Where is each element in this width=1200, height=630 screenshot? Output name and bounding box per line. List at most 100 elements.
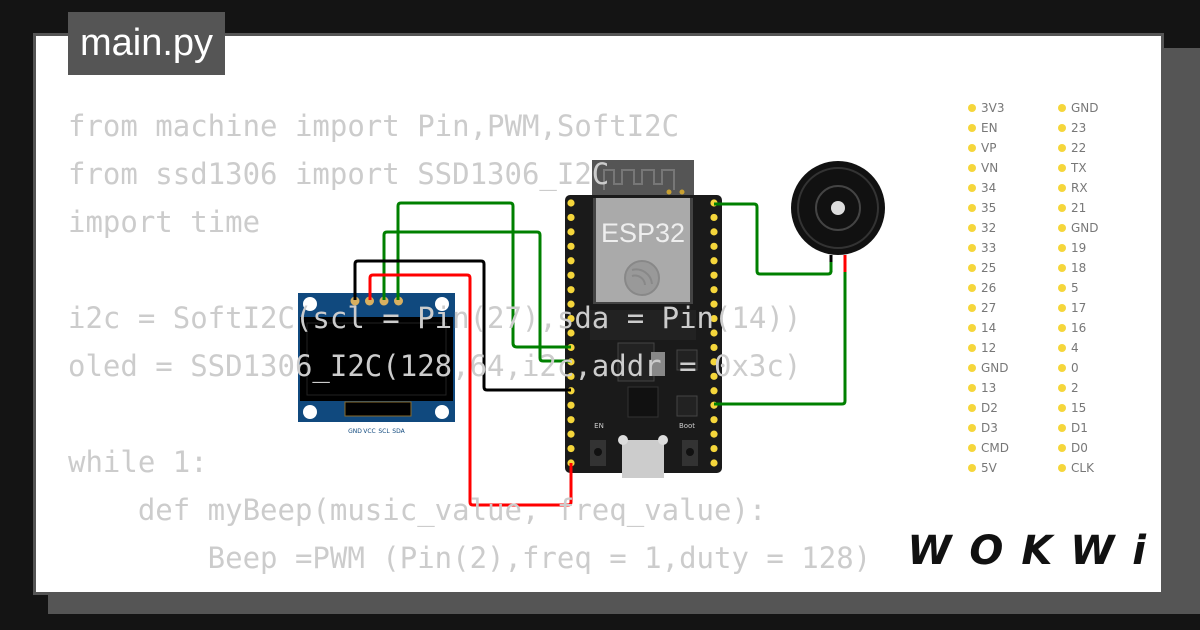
- esp32-pin-cmd[interactable]: [567, 444, 575, 453]
- wire-gnd[interactable]: [353, 259, 571, 392]
- esp32-pin-35[interactable]: [567, 271, 575, 279]
- esp32-pin-34[interactable]: [567, 257, 575, 265]
- wire-vcc[interactable]: [368, 273, 573, 507]
- esp32-pin-label: 34: [981, 181, 996, 195]
- esp32-pin-33[interactable]: [567, 300, 575, 308]
- esp32-pin-tx[interactable]: [710, 242, 718, 250]
- esp32-pin-32[interactable]: [567, 286, 575, 294]
- pin-dot-icon: [968, 404, 976, 412]
- code-line: oled.fill(0): [68, 582, 418, 592]
- esp32-pin-13[interactable]: [567, 401, 575, 409]
- esp32-pin-23[interactable]: [710, 213, 718, 222]
- esp32-pin-label: TX: [1070, 161, 1087, 175]
- esp32-pin-label: 0: [1071, 361, 1079, 375]
- esp32-pin-legend: 3V3ENVPVN343532332526271412GND13D2D3CMD5…: [968, 101, 1099, 475]
- buzzer[interactable]: [791, 161, 885, 272]
- oled-pin-label: SDA: [392, 428, 405, 435]
- wire-buzzer-gnd[interactable]: [714, 202, 833, 276]
- code-line: def myBeep(music_value, freq_value):: [68, 493, 767, 527]
- espressif-logo-icon: [624, 260, 660, 296]
- esp32-pin-d3[interactable]: [567, 430, 575, 438]
- pin-dot-icon: [1058, 184, 1066, 192]
- esp32-board[interactable]: ESP32 EN Boot: [565, 160, 722, 478]
- code-line: from ssd1306 import SSD1306_I2C: [68, 157, 610, 191]
- esp32-pin-label: VP: [981, 141, 996, 155]
- esp32-pin-label: 5: [1071, 281, 1079, 295]
- esp32-pin-label: 26: [981, 281, 996, 295]
- pin-dot-icon: [968, 364, 976, 372]
- esp32-pin-label: 21: [1071, 201, 1086, 215]
- pin-dot-icon: [968, 324, 976, 332]
- esp32-pin-label: EN: [981, 121, 998, 135]
- code-line: [68, 390, 85, 438]
- pin-dot-icon: [968, 344, 976, 352]
- esp32-pin-label: 22: [1071, 141, 1086, 155]
- file-tab[interactable]: main.py: [68, 12, 226, 75]
- wire-sda[interactable]: [396, 201, 571, 349]
- esp32-pin-label: VN: [981, 161, 998, 175]
- esp32-pin-gnd[interactable]: [710, 286, 718, 294]
- pin-dot-icon: [1058, 464, 1066, 472]
- esp32-pin-19[interactable]: [710, 300, 718, 308]
- esp32-pin-label: 18: [1071, 261, 1086, 275]
- esp32-pin-label: RX: [1071, 181, 1088, 195]
- esp32-pin-clk[interactable]: [710, 459, 718, 467]
- pin-dot-icon: [968, 104, 976, 112]
- oled-pin-vcc[interactable]: [365, 296, 374, 306]
- wires: [353, 201, 847, 507]
- esp32-pin-12[interactable]: [567, 372, 575, 380]
- code-line: i2c = SoftI2C(scl = Pin(27),sda = Pin(14…: [68, 301, 802, 335]
- esp32-pin-label: D2: [981, 401, 998, 415]
- pin-dot-icon: [968, 144, 976, 152]
- pin-dot-icon: [1058, 224, 1066, 232]
- esp32-pin-15[interactable]: [710, 416, 718, 424]
- esp32-pin-vp[interactable]: [567, 228, 575, 236]
- pin-dot-icon: [1058, 204, 1066, 212]
- esp32-pin-5[interactable]: [710, 329, 718, 337]
- pin-dot-icon: [968, 124, 976, 132]
- oled-pin-label: GND: [348, 428, 362, 435]
- esp32-pin-d0[interactable]: [710, 444, 718, 453]
- esp32-pin-16[interactable]: [710, 358, 718, 366]
- esp32-pin-d2[interactable]: [567, 416, 575, 424]
- esp32-pin-25[interactable]: [567, 314, 575, 323]
- esp32-pin-18[interactable]: [710, 314, 718, 323]
- esp32-pin-rx[interactable]: [710, 257, 718, 265]
- oled-pin-scl[interactable]: [379, 296, 389, 306]
- pin-dot-icon: [968, 304, 976, 312]
- esp32-pin-17[interactable]: [710, 343, 718, 352]
- esp32-pin-d1[interactable]: [710, 430, 718, 438]
- pin-dot-icon: [1058, 364, 1066, 372]
- code-line: from machine import Pin,PWM,SoftI2C: [68, 109, 680, 143]
- oled-pin-sda[interactable]: [394, 296, 403, 306]
- esp32-pin-21[interactable]: [710, 271, 718, 279]
- esp32-pin-en[interactable]: [567, 213, 575, 222]
- code-line: oled = SSD1306_I2C(128,64,i2c,addr = 0x3…: [68, 349, 802, 383]
- esp32-pin-label: 13: [981, 381, 996, 395]
- esp32-pin-label: 35: [981, 201, 996, 215]
- oled-pin-gnd[interactable]: [350, 296, 360, 306]
- pin-dot-icon: [968, 204, 976, 212]
- esp32-pin-26[interactable]: [567, 329, 575, 337]
- esp32-pin-label: 32: [981, 221, 996, 235]
- esp32-pin-label: 4: [1071, 341, 1079, 355]
- esp32-label: ESP32: [601, 218, 685, 248]
- pin-dot-icon: [1058, 144, 1066, 152]
- pin-dot-icon: [968, 244, 976, 252]
- esp32-pin-label: 17: [1071, 301, 1086, 315]
- wire-scl[interactable]: [382, 230, 571, 363]
- esp32-pin-label: GND: [1071, 221, 1099, 235]
- pin-dot-icon: [1058, 384, 1066, 392]
- esp32-pin-4[interactable]: [710, 372, 718, 380]
- esp32-pin-label: D1: [1071, 421, 1088, 435]
- pin-dot-icon: [968, 184, 976, 192]
- esp32-pin-3v3[interactable]: [567, 199, 575, 207]
- pin-dot-icon: [1058, 344, 1066, 352]
- oled-pin-label: VCC: [363, 428, 375, 435]
- esp32-pin-0[interactable]: [710, 387, 718, 395]
- esp32-pin-vn[interactable]: [567, 242, 575, 250]
- esp32-pin-22[interactable]: [710, 228, 718, 236]
- wire-buzzer-signal[interactable]: [714, 272, 847, 406]
